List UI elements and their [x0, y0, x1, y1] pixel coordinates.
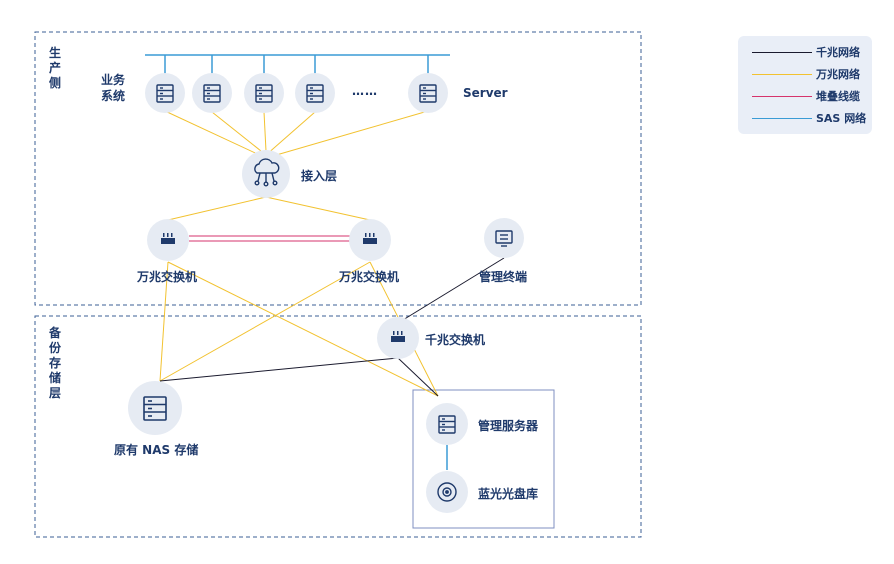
nas-node: [128, 381, 182, 435]
legend-item-gigabit: 千兆网络: [748, 44, 868, 62]
mgmt-server-node: [426, 403, 468, 445]
cloud-network-icon: [254, 158, 280, 187]
server-node: [244, 73, 284, 113]
switch-icon: [161, 233, 175, 244]
legend-swatch: [752, 52, 812, 53]
legend-label: 千兆网络: [816, 46, 860, 59]
mgmt-terminal-node: [484, 218, 524, 258]
mgmt-group-box: [412, 389, 555, 529]
server-icon: [306, 84, 324, 103]
ten-gigabit-links: [159, 110, 439, 397]
switch-10g-right-node: [349, 219, 391, 261]
legend-swatch: [752, 96, 812, 97]
bluray-library-label: 蓝光光盘库: [478, 487, 539, 501]
stack-cables: [189, 235, 350, 242]
business-system-label: 业务系统: [101, 73, 126, 103]
server-icon: [143, 396, 167, 421]
production-zone: [34, 31, 642, 306]
gigabit-links: [159, 257, 505, 397]
server-icon: [203, 84, 221, 103]
server-node: [295, 73, 335, 113]
server-icon: [156, 84, 174, 103]
business-servers: [145, 73, 448, 113]
access-layer-label: 接入层: [301, 169, 338, 183]
nas-label: 原有 NAS 存储: [114, 443, 199, 457]
server-label: Server: [463, 86, 508, 100]
mgmt-server-label: 管理服务器: [478, 419, 539, 433]
switch-10g-right-label: 万兆交换机: [339, 270, 400, 284]
server-icon: [438, 415, 456, 434]
switch-icon: [391, 331, 405, 342]
monitor-icon: [495, 230, 513, 247]
switch-10g-left-label: 万兆交换机: [137, 270, 198, 284]
legend-label: SAS 网络: [816, 112, 867, 125]
sas-drops: [164, 55, 429, 74]
server-icon: [255, 84, 273, 103]
mgmt-terminal-label: 管理终端: [479, 270, 528, 284]
backup-zone: [34, 315, 642, 538]
legend-label: 万兆网络: [816, 68, 860, 81]
legend: 千兆网络 万兆网络 堆叠线缆 SAS 网络: [738, 36, 872, 134]
legend-swatch: [752, 118, 812, 119]
legend-swatch: [752, 74, 812, 75]
server-node: [145, 73, 185, 113]
production-zone-label: 生产侧: [49, 46, 62, 90]
ellipsis-label: ……: [352, 84, 378, 98]
backup-zone-label: 备份存储层: [49, 326, 62, 400]
legend-item-sas: SAS 网络: [748, 110, 868, 128]
server-icon: [419, 84, 437, 103]
switch-1g-node: [377, 317, 419, 359]
switch-10g-left-node: [147, 219, 189, 261]
legend-item-ten-gigabit: 万兆网络: [748, 66, 868, 84]
switch-icon: [363, 233, 377, 244]
legend-item-stack: 堆叠线缆: [748, 88, 868, 106]
bluray-library-node: [426, 471, 468, 513]
server-node: [408, 73, 448, 113]
disc-icon: [437, 482, 457, 502]
access-layer-node: [242, 150, 290, 198]
server-node: [192, 73, 232, 113]
legend-label: 堆叠线缆: [816, 90, 860, 103]
switch-1g-label: 千兆交换机: [425, 333, 486, 347]
